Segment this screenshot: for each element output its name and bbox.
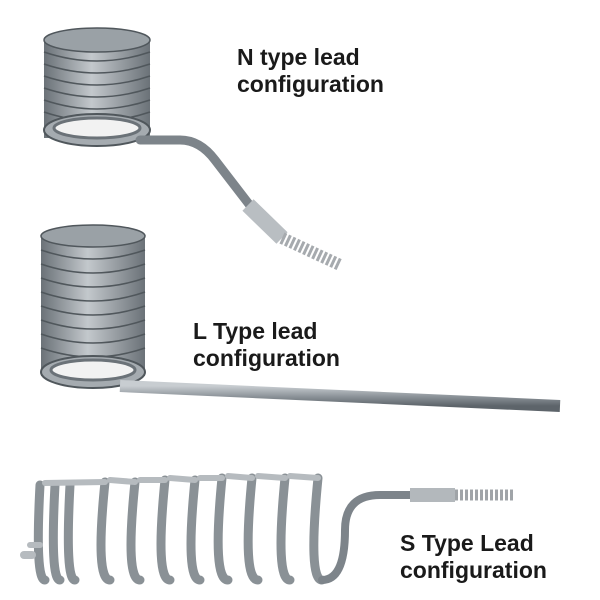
l-type-label-line1: L Type lead bbox=[193, 318, 318, 344]
l-type-label: L Type lead configuration bbox=[193, 318, 340, 372]
n-type-label-line1: N type lead bbox=[237, 44, 360, 70]
s-type-coil bbox=[20, 473, 515, 585]
l-type-label-line2: configuration bbox=[193, 345, 340, 371]
s-type-label-line2: configuration bbox=[400, 557, 547, 583]
l-type-coil bbox=[40, 224, 561, 412]
n-type-label-line2: configuration bbox=[237, 71, 384, 97]
n-type-coil bbox=[43, 27, 343, 271]
s-type-label-line1: S Type Lead bbox=[400, 530, 534, 556]
n-type-label: N type lead configuration bbox=[237, 44, 384, 98]
s-type-label: S Type Lead configuration bbox=[400, 530, 547, 584]
